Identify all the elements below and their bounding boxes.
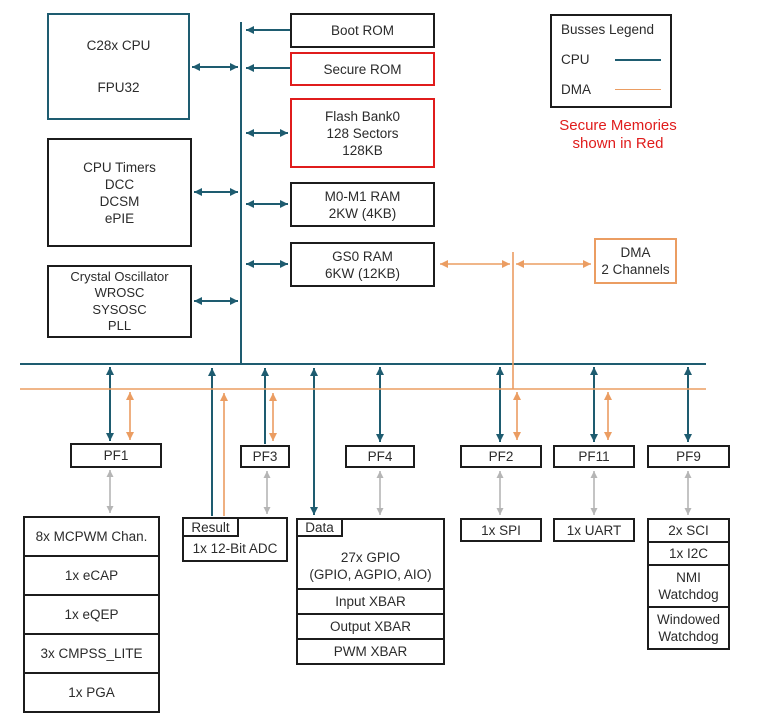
pf11-bridge: PF11 <box>553 445 635 468</box>
secure-rom-block: Secure ROM <box>290 52 435 86</box>
flash-block: Flash Bank0 128 Sectors 128KB <box>290 98 435 168</box>
i2c-block: 1x I2C <box>647 541 730 566</box>
legend-row-cpu: CPU <box>561 52 661 67</box>
eqep-block: 1x eQEP <box>23 594 160 635</box>
sci-block: 2x SCI <box>647 518 730 543</box>
dma-bus-swatch <box>615 88 661 91</box>
oscillator-block: Crystal Oscillator WROSC SYSOSC PLL <box>47 265 192 338</box>
secure-memories-note: Secure Memories shown in Red <box>559 117 677 152</box>
pga-block: 1x PGA <box>23 672 160 713</box>
busses-legend: Busses Legend CPU DMA <box>550 14 672 108</box>
control-peripherals-stack: 8x MCPWM Chan. 1x eCAP 1x eQEP 3x CMPSS_… <box>23 516 160 713</box>
pf2-bridge: PF2 <box>460 445 542 468</box>
spi-block: 1x SPI <box>460 518 542 542</box>
legend-dma-label: DMA <box>561 82 591 97</box>
legend-title: Busses Legend <box>561 22 655 37</box>
boot-rom-block: Boot ROM <box>290 13 435 48</box>
output-xbar-block: Output XBAR <box>296 613 445 640</box>
windowed-watchdog-block: Windowed Watchdog <box>647 606 730 650</box>
adc-label: 1x 12-Bit ADC <box>192 541 278 556</box>
pf9-bridge: PF9 <box>647 445 730 468</box>
c28x-cpu-block: C28x CPU FPU32 <box>47 13 190 120</box>
gs0-ram-block: GS0 RAM 6KW (12KB) <box>290 242 435 287</box>
mcpwm-block: 8x MCPWM Chan. <box>23 516 160 557</box>
adc-result-tab: Result <box>182 517 239 537</box>
gpio-data-tab: Data <box>296 518 343 537</box>
dma-block: DMA 2 Channels <box>594 238 677 284</box>
pf3-bridge: PF3 <box>240 445 290 468</box>
comms-peripherals-stack: 2x SCI 1x I2C NMI Watchdog Windowed Watc… <box>647 518 730 650</box>
legend-row-dma: DMA <box>561 82 661 97</box>
gpio-block: Data 27x GPIO (GPIO, AGPIO, AIO) Input X… <box>296 518 445 665</box>
cmpss-block: 3x CMPSS_LITE <box>23 633 160 674</box>
cpu-timers-block: CPU Timers DCC DCSM ePIE <box>47 138 192 247</box>
pf1-bridge: PF1 <box>70 443 162 468</box>
ecap-block: 1x eCAP <box>23 555 160 596</box>
input-xbar-block: Input XBAR <box>296 588 445 615</box>
m0m1-ram-block: M0-M1 RAM 2KW (4KB) <box>290 182 435 227</box>
adc-block: Result 1x 12-Bit ADC <box>182 517 288 562</box>
xbar-stack: Input XBAR Output XBAR PWM XBAR <box>296 588 445 665</box>
nmi-watchdog-block: NMI Watchdog <box>647 564 730 608</box>
cpu-bus-swatch <box>615 58 661 61</box>
uart-block: 1x UART <box>553 518 635 542</box>
gpio-title: 27x GPIO (GPIO, AGPIO, AIO) <box>309 550 432 582</box>
legend-cpu-label: CPU <box>561 52 590 67</box>
pf4-bridge: PF4 <box>345 445 415 468</box>
pwm-xbar-block: PWM XBAR <box>296 638 445 665</box>
